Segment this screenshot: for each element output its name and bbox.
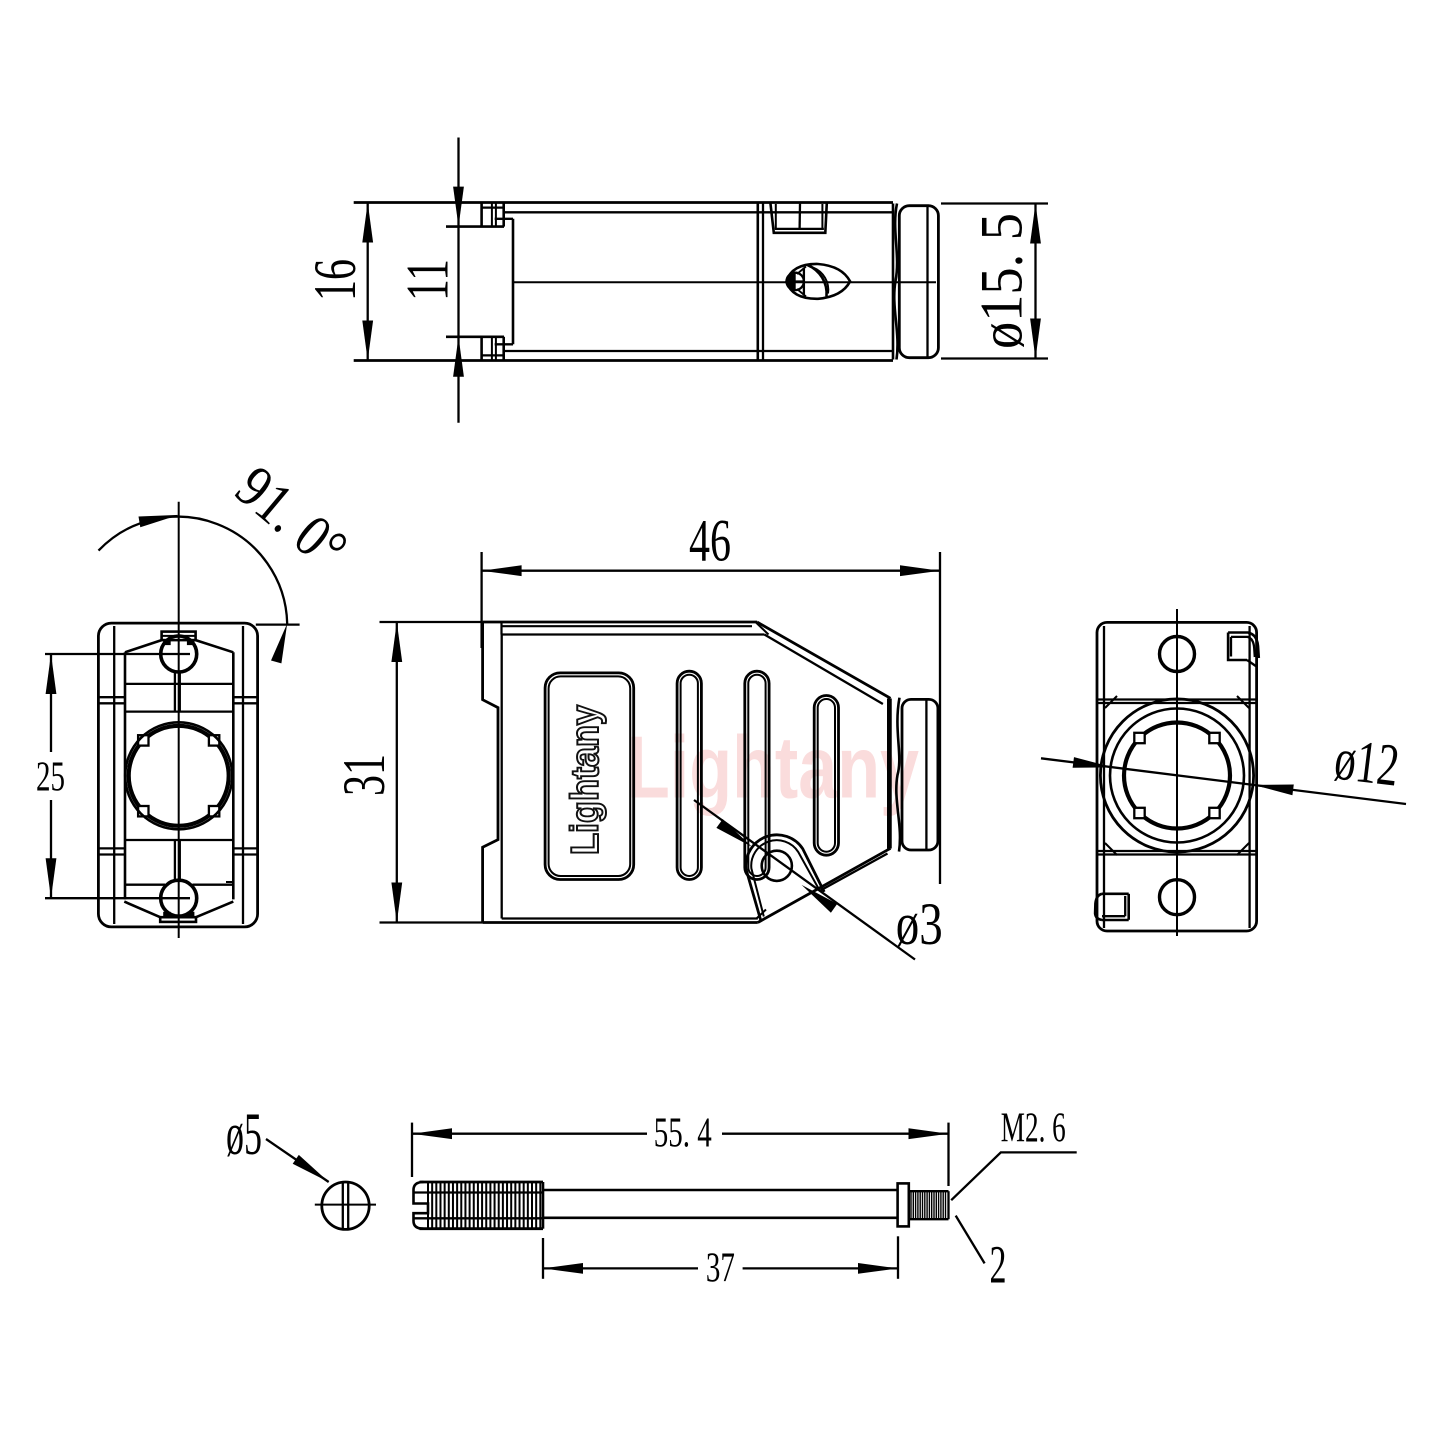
svg-text:ø12: ø12 <box>1331 725 1403 798</box>
svg-text:M2. 6: M2. 6 <box>1001 1106 1066 1152</box>
svg-text:46: 46 <box>689 508 731 574</box>
svg-text:ø5: ø5 <box>226 1101 262 1167</box>
svg-text:ø3: ø3 <box>896 891 943 957</box>
svg-text:Lightany: Lightany <box>627 718 919 817</box>
svg-text:ø15. 5: ø15. 5 <box>969 213 1035 349</box>
svg-text:16: 16 <box>302 259 368 301</box>
svg-text:31: 31 <box>331 754 397 796</box>
svg-text:11: 11 <box>394 259 460 301</box>
svg-text:25: 25 <box>36 754 65 800</box>
svg-text:Lightany: Lightany <box>564 704 607 855</box>
svg-text:37: 37 <box>706 1245 735 1291</box>
svg-text:55. 4: 55. 4 <box>654 1111 712 1157</box>
svg-text:2: 2 <box>990 1234 1007 1294</box>
